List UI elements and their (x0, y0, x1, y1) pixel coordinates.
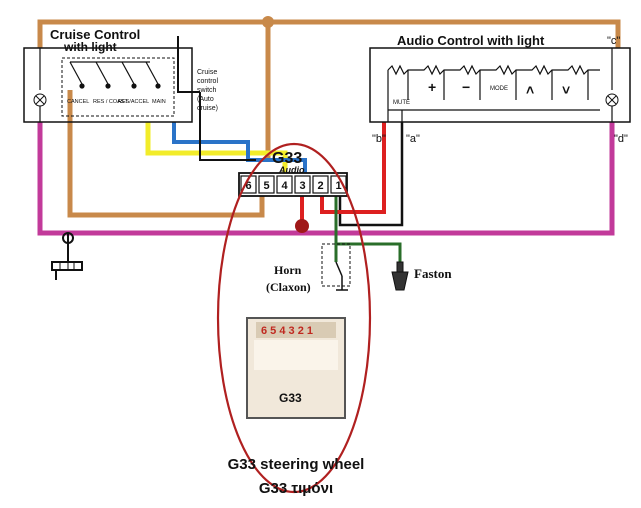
cruise-btn-res-accel: RES/ACCEL (118, 99, 149, 105)
cruise-btn-res-coast: RES / COAST (93, 99, 128, 105)
point-c: "c" (607, 35, 620, 47)
cruise-title-1: Cruise Control (50, 27, 140, 42)
red-wire-b (320, 122, 386, 214)
faston-label: Faston (414, 266, 452, 281)
highlight-ellipse (216, 142, 372, 494)
switch-note-3: switch (197, 87, 217, 94)
black-wire-cruise-down (199, 92, 256, 161)
switch-note-1: Cruise (197, 69, 217, 76)
audio-title: Audio Control with light (397, 33, 545, 48)
cruise-btn-cancel: CANCEL (67, 99, 89, 105)
cruise-btn-main: MAIN (152, 99, 166, 105)
cruise-title-2: with light (63, 40, 117, 54)
connector-name: G33 (272, 150, 302, 167)
black-wire-a (338, 122, 404, 227)
connector-sub: Audio (278, 165, 305, 175)
point-b: "b" (372, 133, 386, 145)
point-a: "a" (406, 133, 420, 145)
caption-line-1: G33 steering wheel (228, 456, 365, 473)
yellow-wire (145, 122, 288, 175)
connector-pin-box (294, 175, 311, 194)
cruise-switches (69, 61, 161, 89)
magenta-wire (37, 122, 615, 236)
connector-pin-box (276, 175, 293, 194)
orange-junction (262, 16, 274, 28)
blue-wire (172, 122, 307, 175)
connector-pin-1: 1 (335, 180, 341, 192)
connector-pin-4: 4 (281, 180, 288, 192)
switch-note-2: control (197, 78, 218, 85)
connector-pin-3: 3 (299, 180, 305, 192)
connector-pin-box (240, 175, 257, 194)
audio-btn-mode: MODE (490, 86, 508, 92)
audio-btn-minus: − (462, 79, 470, 95)
connector-pin-box (312, 175, 329, 194)
audio-btn-down: ˅ (562, 82, 570, 98)
audio-btn-plus: + (428, 79, 436, 95)
switch-note-5: cruise) (197, 105, 218, 112)
photo-label: G33 (279, 391, 302, 405)
audio-btn-mute: MUTE (393, 100, 410, 106)
connector-pin-5: 5 (263, 180, 269, 192)
point-d: "d" (614, 133, 628, 145)
connector-pin-2: 2 (317, 180, 323, 192)
horn-label-1: Horn (274, 263, 302, 277)
photo-pins: 6 5 4 3 2 1 (261, 325, 313, 337)
connector-pin-box (258, 175, 275, 194)
audio-control-box (369, 47, 631, 123)
switch-note-4: (Auto (197, 96, 214, 103)
horn-label-2: (Claxon) (266, 280, 311, 294)
audio-btn-up: ˄ (526, 82, 534, 98)
red-junction (295, 219, 309, 233)
connector-pin-6: 6 (245, 180, 251, 192)
key-icon (51, 232, 83, 280)
horn-switch-icon (335, 261, 348, 291)
audio-resistor-ladder (387, 64, 600, 122)
cruise-control-box (23, 47, 193, 123)
caption-line-2: G33 τιμόνι (259, 480, 333, 497)
orange-wire-top (37, 19, 621, 48)
faston-icon (391, 261, 409, 291)
cruise-switch-group (61, 57, 175, 117)
green-wire (334, 196, 402, 262)
orange-wire-loop (67, 90, 265, 218)
